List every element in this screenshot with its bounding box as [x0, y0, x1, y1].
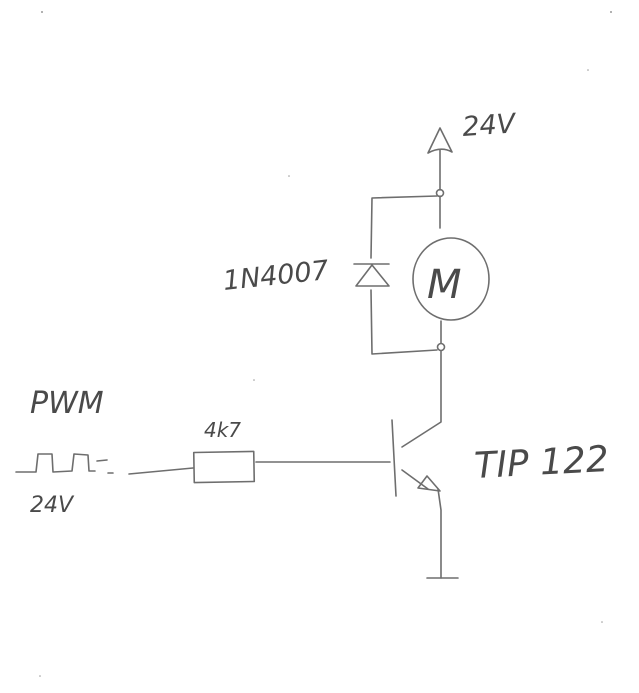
resistor-body: [192, 450, 256, 484]
transistor-base-bar: [391, 419, 397, 497]
pwm-input: PWM 24V: [15, 386, 114, 518]
flyback-diode: 1N4007: [221, 195, 438, 355]
supply-label: 24V: [461, 108, 518, 143]
supply-arrow-icon: [427, 127, 453, 154]
emitter-arrow-icon: [417, 475, 441, 492]
motor: M: [412, 195, 490, 344]
transistor: TIP 122: [391, 419, 610, 497]
resistor-label: 4k7: [204, 418, 241, 442]
ground: [426, 488, 459, 579]
transistor-label: TIP 122: [473, 439, 609, 487]
pwm-waveform-icon: [15, 453, 114, 474]
pwm-voltage-label: 24V: [30, 493, 75, 518]
paper-specks: [39, 11, 612, 677]
diode-label: 1N4007: [221, 255, 330, 297]
supply-terminal: 24V: [427, 108, 519, 191]
node-bottom: [436, 342, 446, 352]
motor-label: M: [427, 262, 462, 308]
motor-circle: [412, 237, 490, 321]
base-resistor: 4k7: [128, 418, 256, 484]
pwm-label: PWM: [30, 386, 104, 421]
diode-icon: [353, 263, 390, 287]
